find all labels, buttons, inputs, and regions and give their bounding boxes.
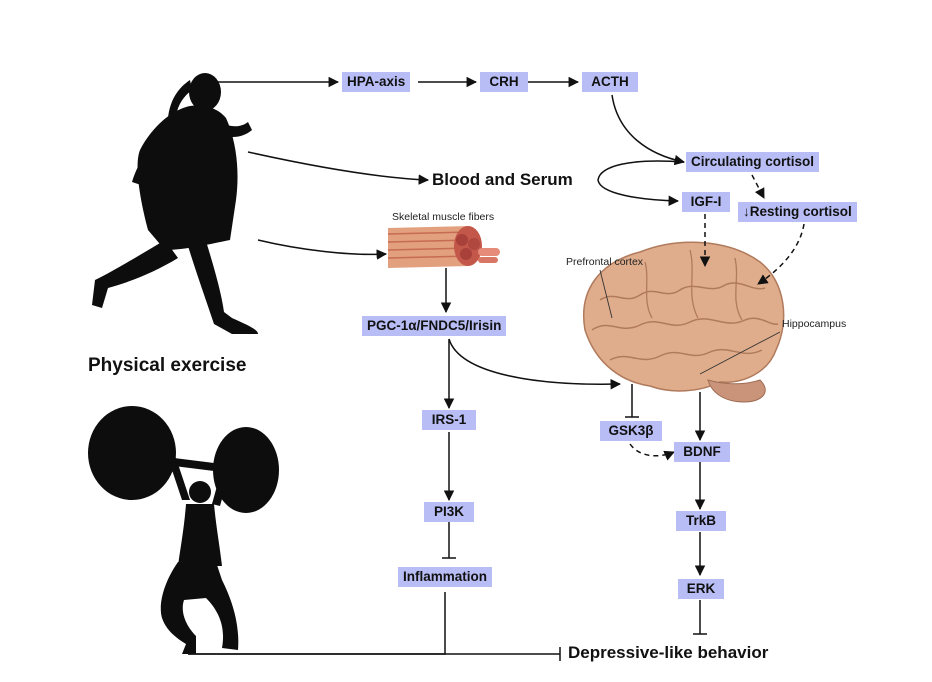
label-leaders (599, 269, 781, 375)
igf-i-box: IGF-I (682, 192, 730, 212)
bdnf-box: BDNF (674, 442, 730, 462)
dashed-connectors (629, 174, 805, 461)
weightlifter-silhouette (88, 406, 279, 654)
brain-illustration (583, 241, 785, 403)
prefrontal-cortex-label: Prefrontal cortex (566, 256, 644, 268)
acth-box: ACTH (582, 72, 638, 92)
depressive-like-behavior-label: Depressive-like behavior (568, 643, 769, 662)
muscle-fibers-illustration (387, 226, 500, 268)
runner-silhouette (92, 73, 258, 334)
circulating-cortisol-box: Circulating cortisol (686, 152, 820, 172)
erk-box: ERK (678, 579, 724, 599)
resting-cortisol-label: Resting cortisol (749, 204, 852, 219)
inflammation-box: Inflammation (398, 567, 493, 587)
resting-cortisol-box: ↓Resting cortisol (738, 202, 857, 222)
crh-box: CRH (480, 72, 528, 92)
blood-and-serum-label: Blood and Serum (432, 170, 573, 189)
skeletal-muscle-fibers-label: Skeletal muscle fibers (392, 211, 495, 223)
connectors (188, 76, 707, 661)
hpa-axis-box: HPA-axis (342, 72, 411, 92)
gsk3b-box: GSK3β (600, 421, 662, 441)
hippocampus-label: Hippocampus (782, 318, 847, 330)
decrease-arrow-icon: ↓ (743, 204, 750, 219)
pgc-fndc5-irisin-box: PGC-1α/FNDC5/Irisin (362, 316, 507, 336)
pi3k-box: PI3K (424, 502, 474, 522)
physical-exercise-label: Physical exercise (88, 355, 247, 376)
trkb-box: TrkB (676, 511, 726, 531)
irs-1-box: IRS-1 (422, 410, 476, 430)
